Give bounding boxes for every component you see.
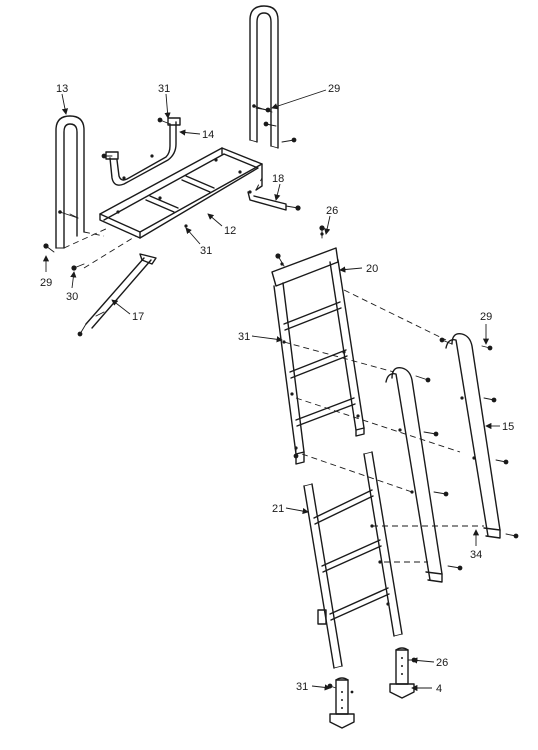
callout-4: 4 [436, 683, 442, 695]
support-leg-17 [77, 253, 157, 337]
callout-26-top: 26 [326, 205, 338, 217]
callout-34: 34 [470, 549, 482, 561]
callout-15: 15 [502, 421, 514, 433]
foot-part-4 [389, 647, 415, 699]
callout-29-left: 29 [40, 277, 52, 289]
callout-14: 14 [202, 129, 214, 141]
callout-31-mid: 31 [200, 245, 212, 257]
foot-left [329, 677, 355, 729]
handrail-right-upper [249, 5, 279, 149]
callout-26-bottom: 26 [436, 657, 448, 669]
lower-ladder-21 [303, 451, 403, 669]
callout-21: 21 [272, 503, 284, 515]
callout-13: 13 [56, 83, 68, 95]
handrail-left-13 [55, 115, 85, 249]
callout-31-top: 31 [158, 83, 170, 95]
callout-labels: 13 31 14 29 18 12 31 29 30 17 26 20 31 2… [40, 83, 514, 695]
callout-12: 12 [224, 225, 236, 237]
callout-31-ladder: 31 [238, 331, 250, 343]
bolts-ladder [275, 225, 519, 689]
alignment-lines-upper [63, 177, 263, 269]
handrail-right-15 [445, 333, 501, 539]
callout-17: 17 [132, 311, 144, 323]
bolts-upper [43, 107, 297, 271]
callout-18: 18 [272, 173, 284, 185]
middle-handrail [385, 367, 443, 583]
callout-leaders [42, 89, 500, 692]
u-brace-14 [105, 117, 181, 186]
callout-30: 30 [66, 291, 78, 303]
callout-29-right: 29 [480, 311, 492, 323]
alignment-lines-ladder [283, 289, 484, 563]
upper-ladder-20 [271, 232, 365, 465]
callout-29-top: 29 [328, 83, 340, 95]
callout-31-bottom: 31 [296, 681, 308, 693]
callout-20: 20 [366, 263, 378, 275]
bracket-18 [247, 191, 301, 211]
platform-frame-12 [99, 147, 263, 239]
